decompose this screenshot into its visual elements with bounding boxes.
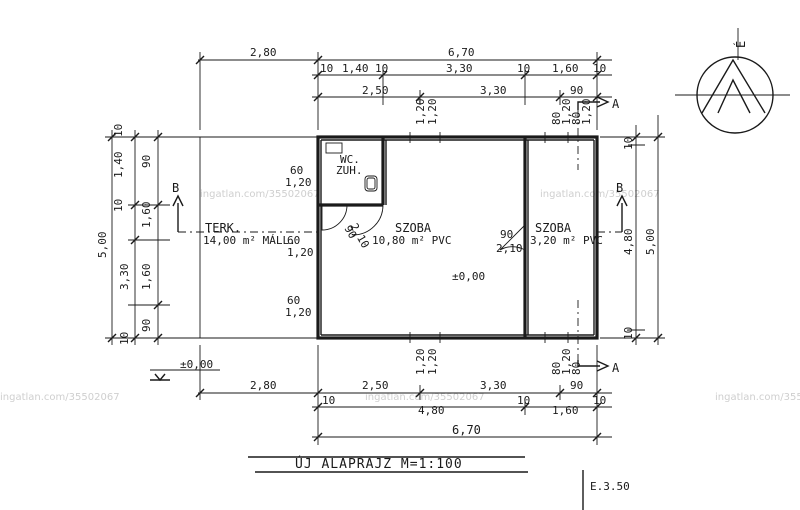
dim-label: 10 — [322, 394, 335, 407]
top-dimensions — [195, 52, 612, 130]
dim-label: 3,30 — [446, 62, 473, 75]
section-mark: B — [616, 181, 623, 195]
dim-label: 10 — [112, 124, 125, 137]
dim-label: 90 — [140, 155, 153, 168]
opening-label: 1,20 — [560, 99, 573, 126]
windows — [409, 132, 569, 343]
dim-label: 2,50 — [362, 84, 389, 97]
dim-label: 1,60 — [140, 202, 153, 229]
opening-label: 1,20 — [426, 349, 439, 376]
dim-label: 90 — [570, 84, 583, 97]
room-name-room-2: SZOBA — [535, 221, 572, 235]
title-underline — [248, 456, 528, 473]
dim-label: 1,60 — [140, 264, 153, 291]
section-mark: A — [612, 97, 620, 111]
page-number: E.3.50 — [590, 480, 630, 493]
opening-label: 80 — [570, 112, 583, 125]
floor-level-mark: ±0,00 — [452, 270, 485, 283]
drawing-title: ÚJ ALAPRAJZ M=1:100 — [295, 456, 463, 472]
dim-label: 2,50 — [362, 379, 389, 392]
opening-label: 2,10 — [496, 242, 523, 255]
dim-label: 3,30 — [480, 84, 507, 97]
dim-label: 6,70 — [448, 46, 475, 59]
dim-label: 5,00 — [644, 229, 657, 256]
opening-label: 90 — [341, 223, 359, 241]
dim-label: 3,30 — [118, 264, 131, 291]
doors — [317, 204, 526, 280]
dim-label: 4,80 — [622, 229, 635, 256]
opening-label: 60 — [287, 294, 300, 307]
dim-label: 5,00 — [96, 232, 109, 259]
dim-label: 10 — [593, 394, 606, 407]
building-walls — [316, 135, 599, 340]
opening-label: 80 — [550, 362, 563, 375]
wc-fixtures — [325, 142, 378, 192]
dim-label: 10 — [517, 62, 530, 75]
opening-label: 1,20 — [426, 99, 439, 126]
dim-label: 1,60 — [552, 62, 579, 75]
dim-label: 1,40 — [342, 62, 369, 75]
watermark: ingatlan.com/35502067 — [200, 189, 320, 200]
room-area-terrace: 14,00 m² MÁLL. — [203, 234, 296, 247]
opening-label: 1,20 — [285, 176, 312, 189]
opening-label: 1,20 — [414, 349, 427, 376]
watermark: ingatlan.com/35502067 — [365, 392, 485, 403]
opening-label: 1,20 — [414, 99, 427, 126]
opening-label: 80 — [550, 112, 563, 125]
watermark: ingatlan.com/35502067 — [0, 392, 120, 403]
left-dimensions — [105, 130, 200, 345]
opening-label: 1,20 — [560, 349, 573, 376]
right-dimensions — [600, 115, 665, 345]
dim-label: 6,70 — [452, 423, 481, 437]
dim-label: 10 — [320, 62, 333, 75]
watermark: ingatlan.com/35502067 — [540, 189, 660, 200]
north-arrow — [675, 28, 790, 134]
level-label: ±0,00 — [180, 358, 213, 371]
dim-label: 10 — [112, 199, 125, 212]
room-area-room-1: 10,80 m² PVC — [372, 234, 451, 247]
section-lines — [172, 96, 628, 372]
dim-label: 2,80 — [250, 379, 277, 392]
watermark: ingatlan.com/35502067 — [715, 392, 800, 403]
dim-label: 10 — [118, 332, 131, 345]
dim-label: 10 — [593, 62, 606, 75]
dim-label: 90 — [570, 379, 583, 392]
dim-label: 4,80 — [418, 404, 445, 417]
level-marker — [150, 369, 220, 382]
dim-label: 10 — [517, 394, 530, 407]
dim-label: 1,40 — [112, 152, 125, 179]
north-label: É — [733, 41, 748, 48]
section-mark: B — [172, 181, 179, 195]
room-name-wc: WC. — [340, 153, 360, 166]
opening-label: 80 — [570, 362, 583, 375]
watermark-group: ingatlan.com/35502067 ingatlan.com/35502… — [0, 189, 800, 403]
room-name-room-1: SZOBA — [395, 221, 432, 235]
dim-label: 2,80 — [250, 46, 277, 59]
opening-label: 1,20 — [285, 306, 312, 319]
dim-label: 10 — [375, 62, 388, 75]
dim-label: 1,60 — [552, 404, 579, 417]
terrace-outline — [199, 136, 318, 339]
dim-label: 3,30 — [480, 379, 507, 392]
room-name-terrace: TERK. — [205, 221, 241, 235]
dim-label: 10 — [622, 327, 635, 340]
dim-label: 10 — [622, 137, 635, 150]
opening-label: 90 — [500, 228, 513, 241]
section-mark: A — [612, 361, 620, 375]
dim-label: 90 — [140, 319, 153, 332]
opening-label: 1,20 — [580, 99, 593, 126]
opening-label: 60 — [287, 234, 300, 247]
room-area-room-2: 3,20 m² PVC — [530, 234, 603, 247]
room-sub-wc: ZUH. — [336, 164, 363, 177]
opening-label: 60 — [290, 164, 303, 177]
opening-label: 1,20 — [287, 246, 314, 259]
bottom-dimensions — [195, 345, 612, 445]
